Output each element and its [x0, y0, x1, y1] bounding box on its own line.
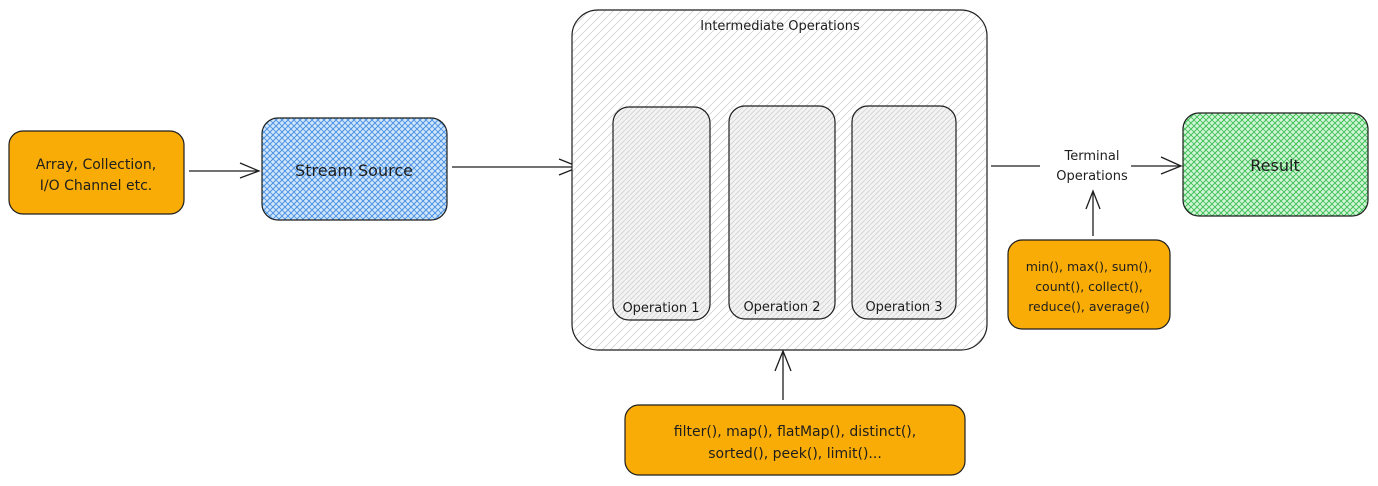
operation-2-label: Operation 2 [743, 300, 820, 315]
stream-source-label: Stream Source [295, 161, 413, 180]
operation-1-box: Operation 1 [612, 106, 711, 321]
terminal-line-1: Terminal [1064, 149, 1120, 164]
terminal-methods-line-1: min(), max(), sum(), [1026, 259, 1153, 274]
operation-1-label: Operation 1 [622, 301, 699, 316]
terminal-methods-node: min(), max(), sum(), count(), collect(),… [1007, 239, 1171, 330]
terminal-methods-line-2: count(), collect(), [1035, 279, 1143, 294]
intermediate-title: Intermediate Operations [700, 19, 860, 34]
terminal-operations-label: Terminal Operations [1056, 149, 1128, 184]
input-line-2: I/O Channel etc. [40, 178, 153, 194]
stream-source-node: Stream Source [261, 117, 448, 221]
intermediate-methods-line-2: sorted(), peek(), limit()... [708, 446, 882, 462]
operation-3-label: Operation 3 [865, 300, 942, 315]
arrow-terminal-methods-to-terminal [1085, 189, 1101, 236]
intermediate-methods-node: filter(), map(), flatMap(), distinct(), … [624, 404, 966, 476]
terminal-methods-line-3: reduce(), average() [1028, 299, 1150, 314]
terminal-line-2: Operations [1056, 169, 1128, 184]
operation-2-box: Operation 2 [728, 105, 836, 320]
operation-3-box: Operation 3 [851, 105, 957, 320]
result-label: Result [1250, 156, 1299, 175]
arrow-input-to-source [189, 162, 261, 179]
intermediate-methods-line-1: filter(), map(), flatMap(), distinct(), [674, 424, 916, 440]
intermediate-operations-container: Intermediate Operations Operation 1 Oper… [571, 9, 988, 351]
input-node: Array, Collection, I/O Channel etc. [8, 130, 185, 215]
arrow-source-to-intermediate [452, 158, 581, 176]
arrow-methods-to-intermediate [774, 349, 792, 400]
arrow-terminal-to-result [1131, 156, 1183, 175]
input-line-1: Array, Collection, [36, 157, 156, 173]
result-node: Result [1182, 112, 1369, 217]
